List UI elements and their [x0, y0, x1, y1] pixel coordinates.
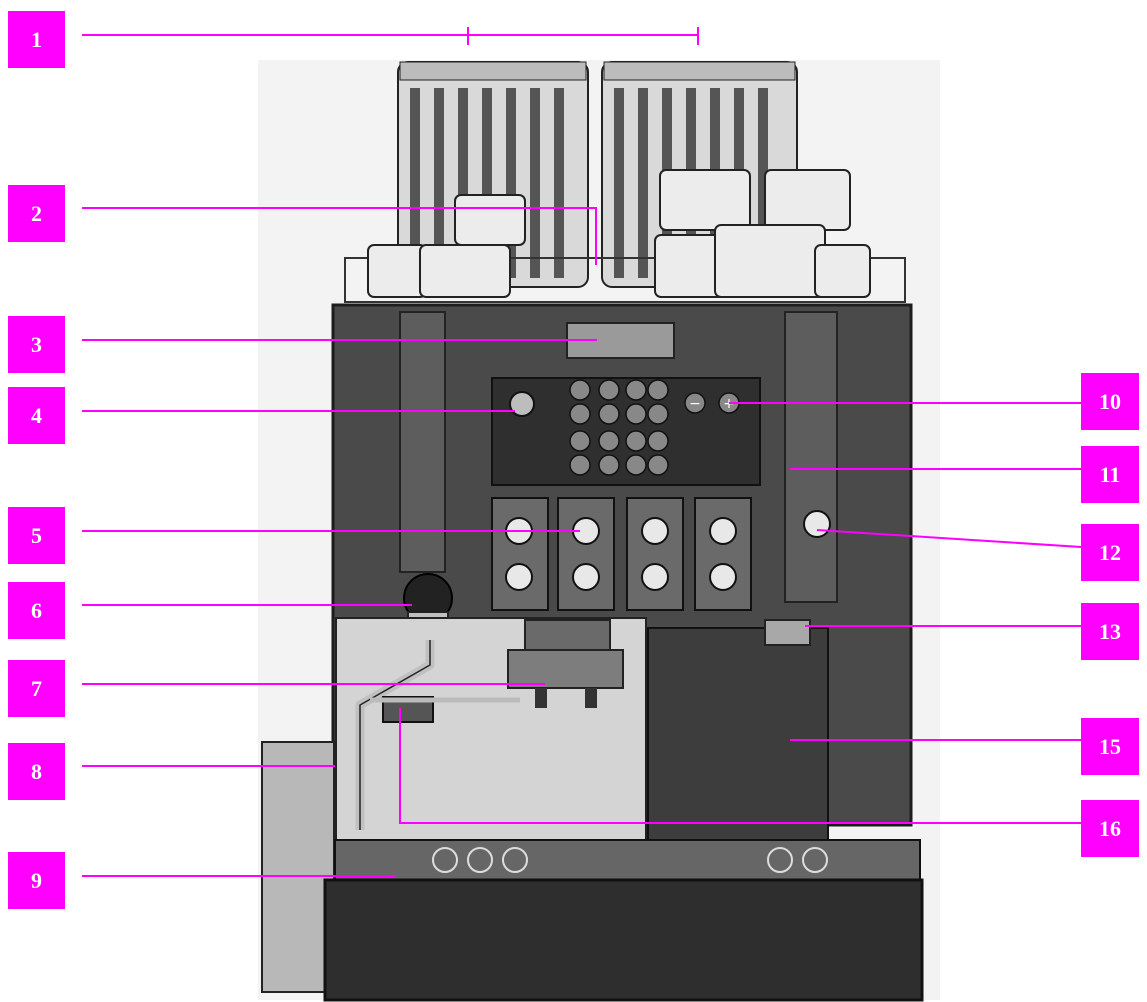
callout-8: 8 [8, 743, 65, 800]
hot-water-outlet [764, 619, 811, 646]
leader-16 [399, 708, 1081, 824]
leader-2 [82, 207, 597, 265]
callout-4: 4 [8, 387, 65, 444]
cups [367, 169, 871, 298]
callout-2: 2 [8, 185, 65, 242]
dial-knob [509, 391, 535, 417]
callout-7: 7 [8, 660, 65, 717]
callout-12: 12 [1081, 524, 1139, 581]
leader-12 [816, 529, 1082, 548]
minus-glyph: − [689, 396, 701, 412]
callout-6: 6 [8, 582, 65, 639]
hot-water-chamber [647, 627, 829, 841]
callout-5: 5 [8, 507, 65, 564]
right-side-panel [784, 311, 838, 603]
callout-10: 10 [1081, 373, 1139, 430]
callout-16: 16 [1081, 800, 1139, 857]
bean-hopper-left [397, 61, 589, 288]
coffee-outlet [507, 649, 624, 689]
callout-11: 11 [1081, 446, 1139, 503]
minus-button [684, 392, 706, 414]
callout-15: 15 [1081, 718, 1139, 775]
callout-1: 1 [8, 11, 65, 68]
side-container [261, 741, 335, 993]
product-button-panels [491, 497, 752, 611]
callout-13: 13 [1081, 603, 1139, 660]
callout-9: 9 [8, 852, 65, 909]
left-side-panel [399, 311, 446, 573]
keypad [569, 379, 669, 476]
drip-tray [323, 878, 924, 1002]
callout-3: 3 [8, 316, 65, 373]
cup-rail [344, 257, 906, 303]
